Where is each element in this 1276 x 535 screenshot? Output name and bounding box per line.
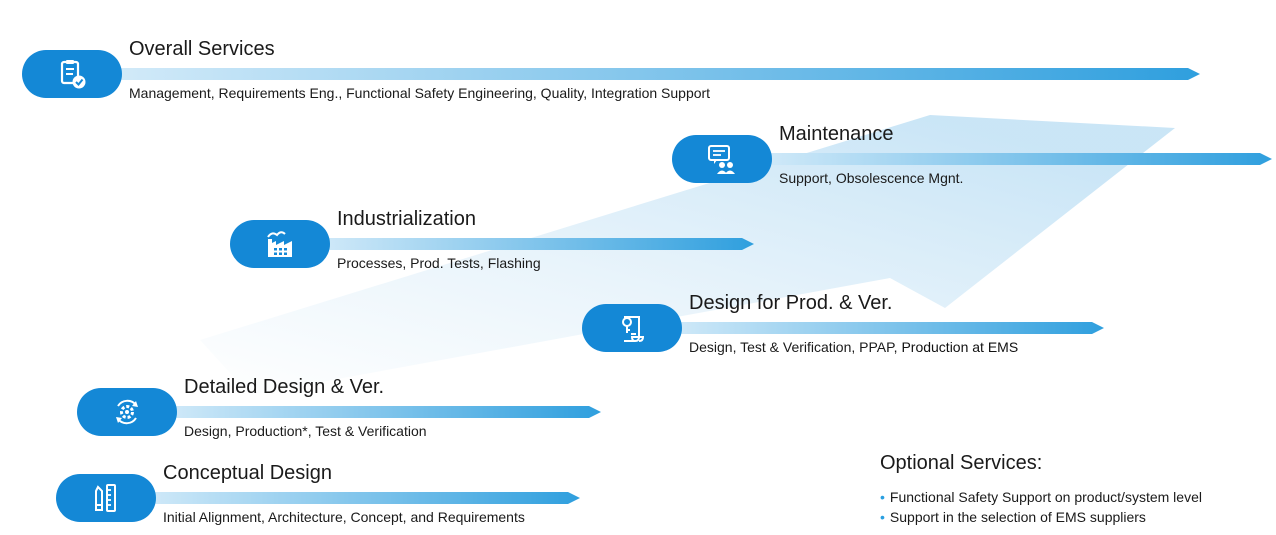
support-chat-people-icon (708, 145, 735, 174)
blueprint-scroll-icon (622, 316, 645, 342)
stage-subtitle: Design, Test & Verification, PPAP, Produ… (689, 339, 1018, 355)
stage-badge (77, 388, 177, 436)
stage-subtitle: Support, Obsolescence Mgnt. (779, 170, 964, 186)
ruler-pencil-icon (95, 484, 116, 512)
stage-badge (22, 50, 122, 98)
list-item-text: Functional Safety Support on product/sys… (889, 489, 1202, 505)
stage-title: Conceptual Design (163, 462, 332, 484)
list-item: •Support in the selection of EMS supplie… (880, 507, 1202, 527)
stage-title: Industrialization (337, 208, 476, 230)
optional-services-title: Optional Services: (880, 452, 1043, 474)
background-arrow-shape (200, 115, 1175, 395)
stage-subtitle: Management, Requirements Eng., Functiona… (129, 85, 711, 101)
list-item-text: Support in the selection of EMS supplier… (889, 509, 1146, 525)
optional-services-list: •Functional Safety Support on product/sy… (880, 487, 1202, 527)
stage-subtitle: Design, Production*, Test & Verification (184, 423, 427, 439)
stage-badge (672, 135, 772, 183)
stage-subtitle-text: Design, Test & Verification, PPAP, (689, 339, 898, 355)
list-item: •Functional Safety Support on product/sy… (880, 487, 1202, 507)
stage-badge (582, 304, 682, 352)
stage-badge (56, 474, 156, 522)
bullet-icon: • (880, 509, 885, 525)
stage-subtitle: Initial Alignment, Architecture, Concept… (163, 509, 525, 525)
stage-title: Maintenance (779, 123, 894, 145)
stage-subtitle-emphasis: Production at EMS (901, 339, 1019, 355)
stage-badge (230, 220, 330, 268)
stage-subtitle: Processes, Prod. Tests, Flashing (337, 255, 541, 271)
bullet-icon: • (880, 489, 885, 505)
stage-title: Overall Services (129, 38, 275, 60)
stage-arrow (752, 153, 1272, 165)
gear-cycle-icon (116, 399, 138, 425)
stage-arrow (136, 492, 580, 504)
stage-arrow (310, 238, 754, 250)
stage-arrow (662, 322, 1104, 334)
clipboard-check-icon (60, 60, 86, 89)
stage-title: Design for Prod. & Ver. (689, 292, 893, 314)
stage-arrow (102, 68, 1200, 80)
stage-title: Detailed Design & Ver. (184, 376, 385, 398)
stage-arrow (157, 406, 601, 418)
factory-icon (267, 231, 292, 257)
optional-services: Optional Services: •Functional Safety Su… (880, 452, 1202, 527)
